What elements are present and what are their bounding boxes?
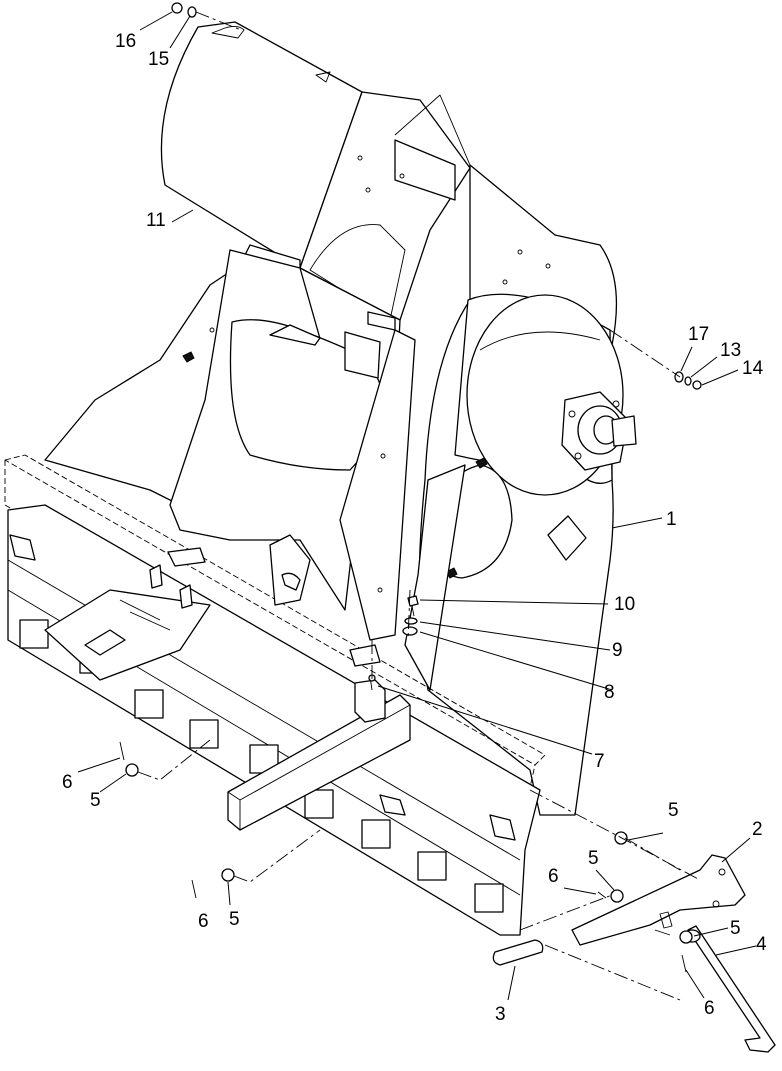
callout-14: 14 [742, 358, 764, 379]
callout-5-middle: 5 [588, 848, 599, 869]
callout-6-middle: 6 [548, 866, 559, 887]
handle-grip [492, 939, 544, 966]
callout-6-right: 6 [704, 998, 715, 1019]
callout-6-bottom: 6 [198, 911, 209, 932]
callout-15: 15 [148, 49, 169, 70]
front-skid-assembly [4, 454, 546, 936]
lift-bracket [571, 854, 746, 946]
callout-3: 3 [495, 1004, 506, 1025]
callout-1: 1 [666, 509, 677, 530]
leader-lines [77, 11, 757, 1001]
callout-7: 7 [594, 751, 605, 772]
callout-9: 9 [612, 640, 623, 661]
callout-5-bottom: 5 [229, 909, 240, 930]
callout-5-right-top: 5 [668, 800, 679, 821]
callout-4: 4 [756, 934, 767, 955]
callout-16: 16 [115, 31, 136, 52]
callout-13: 13 [720, 340, 741, 361]
callout-10: 10 [614, 594, 635, 615]
callout-5-right: 5 [730, 918, 741, 939]
callout-labels: 16 15 11 17 13 14 1 10 9 8 7 6 5 5 2 6 5… [62, 31, 767, 1025]
callout-2: 2 [752, 819, 763, 840]
callout-6-left: 6 [62, 772, 73, 793]
square-tube-arm [227, 644, 411, 831]
callout-8: 8 [604, 682, 615, 703]
side-plate-left [44, 244, 416, 641]
callout-17: 17 [688, 324, 709, 345]
callout-11: 11 [146, 210, 166, 231]
callout-5-left: 5 [90, 790, 101, 811]
assembly-lines [137, 11, 701, 1001]
chute-deflector [160, 21, 471, 321]
rotor-housing [404, 164, 637, 816]
hardware [119, 2, 702, 973]
